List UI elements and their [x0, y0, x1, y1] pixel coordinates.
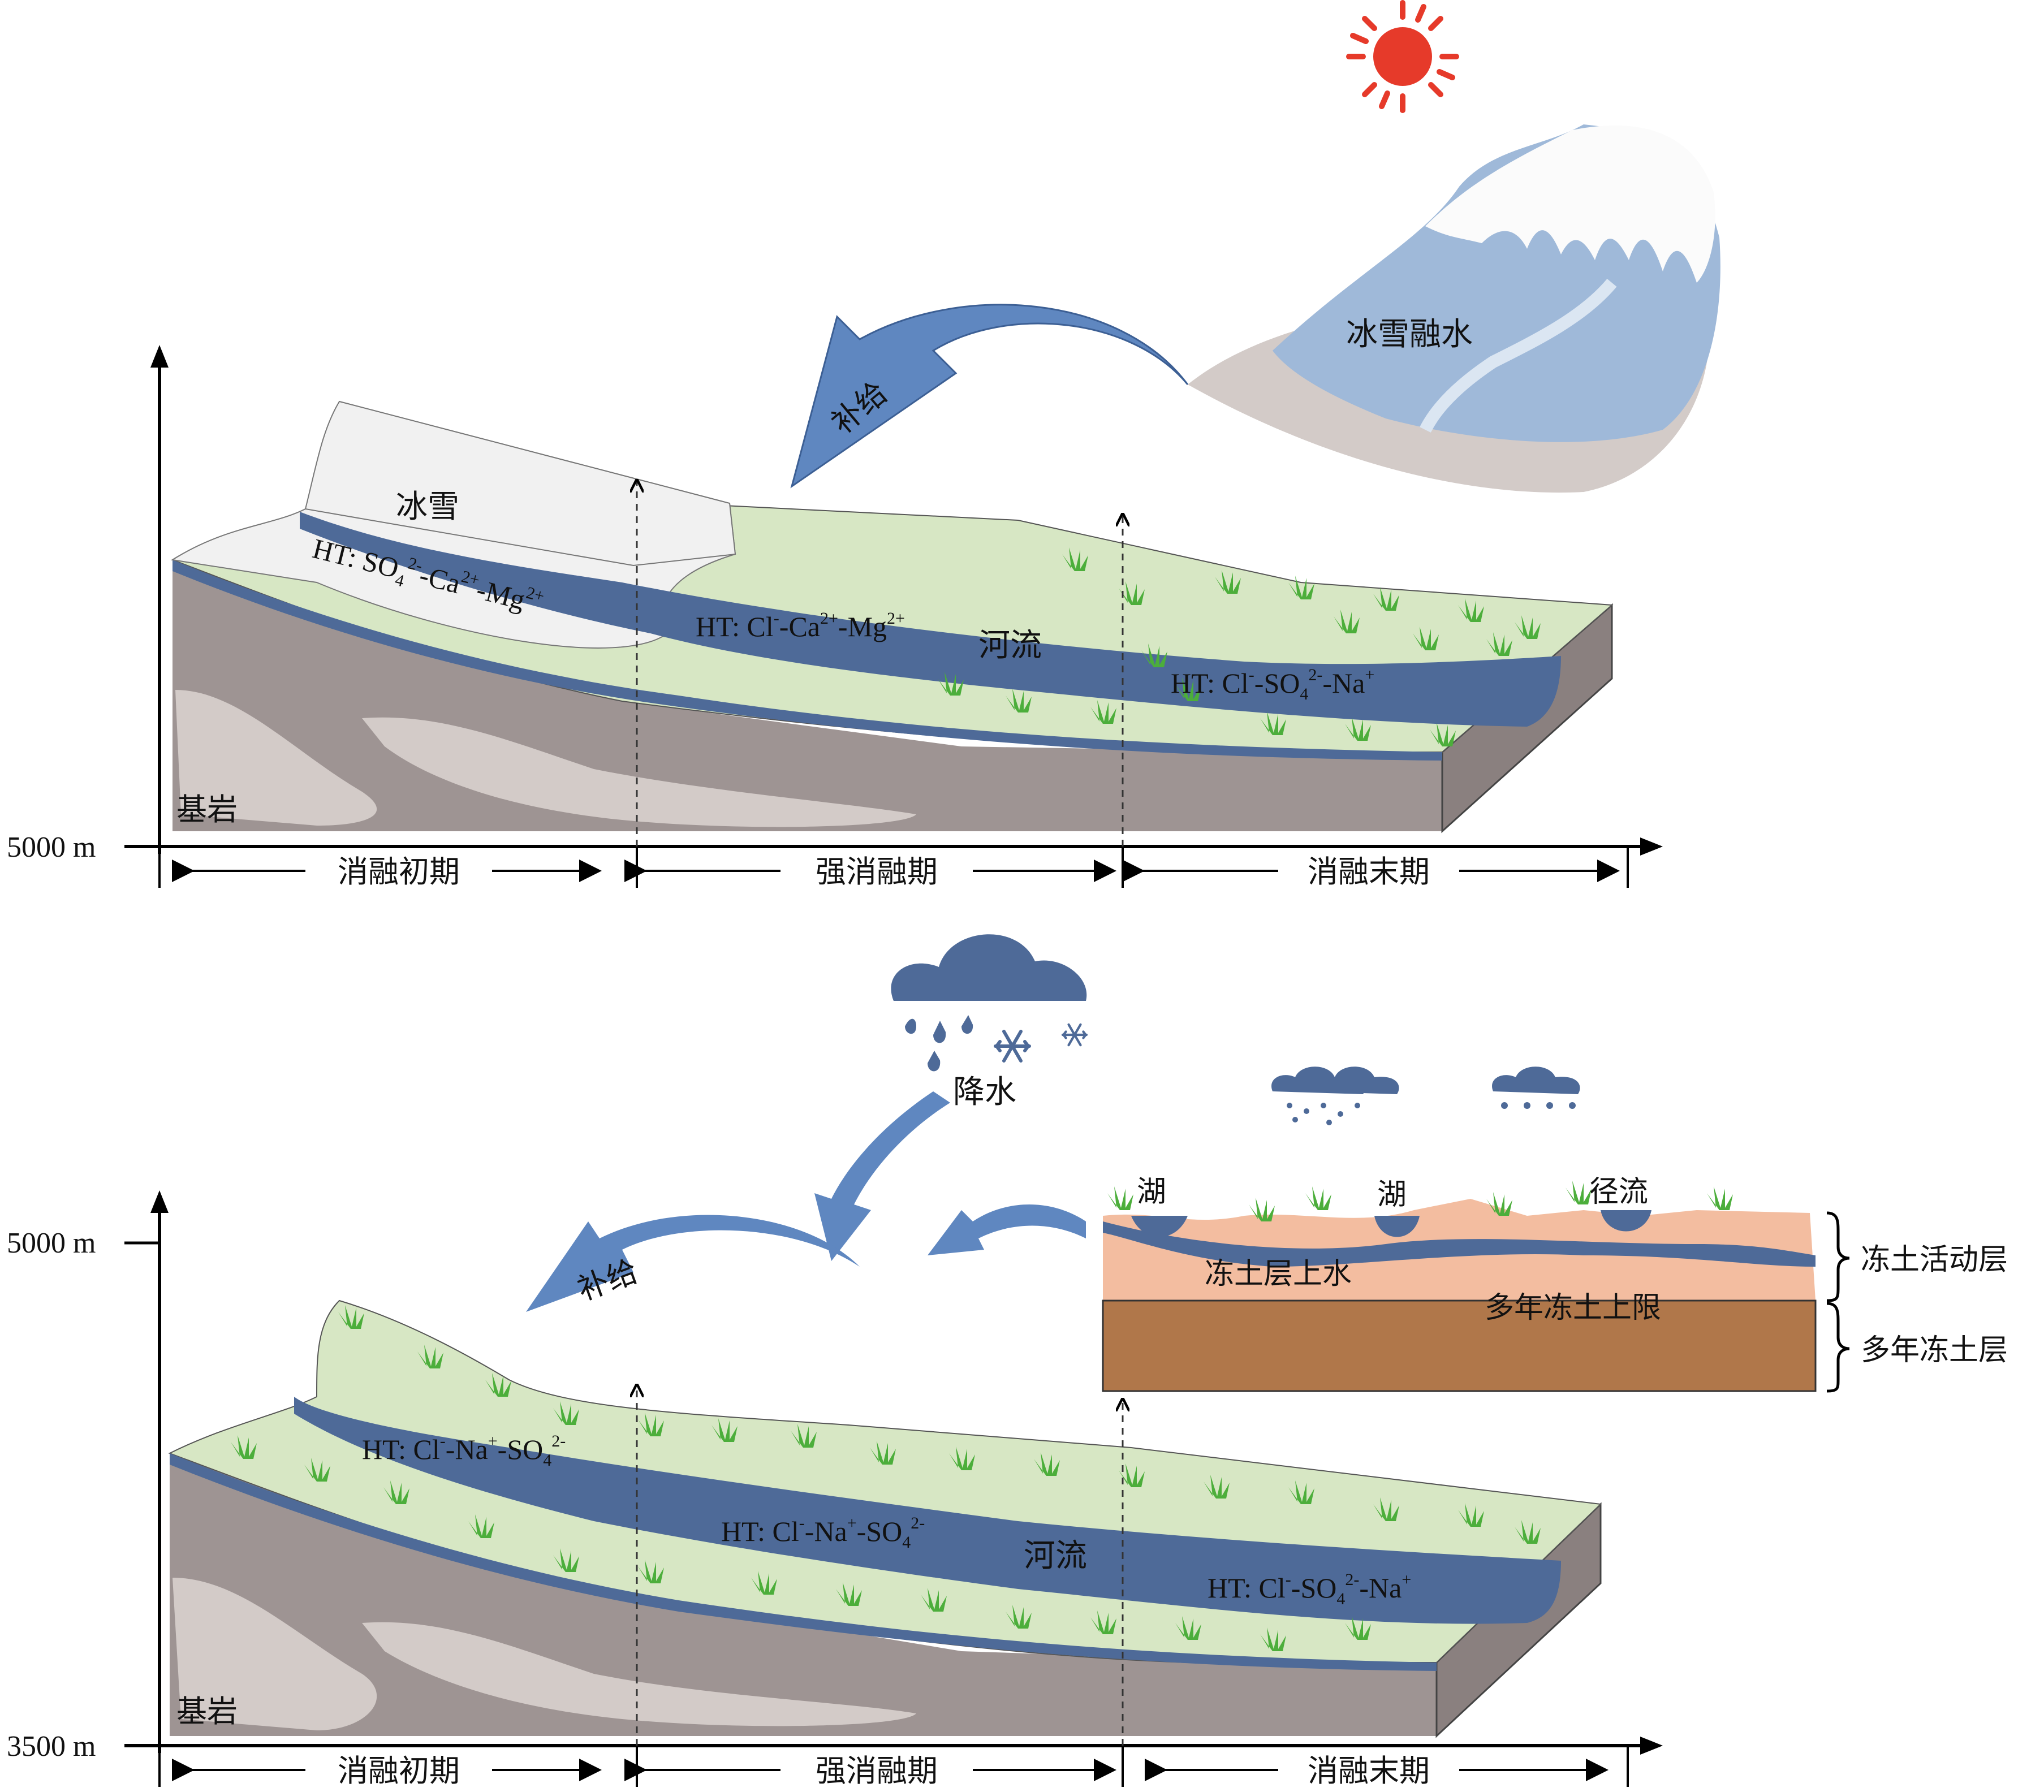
- top-panel: 5000 m: [7, 0, 1720, 889]
- bottom-bedrock-vein-2: [362, 1622, 916, 1726]
- inset-permafrost-table-label: 多年冻土上限: [1485, 1291, 1661, 1325]
- bottom-hydrochem-3: HT: Cl--SO42--Na+: [1208, 1570, 1411, 1608]
- small-snow-cloud-icon: [1492, 1066, 1580, 1109]
- inset-runoff-label: 径流: [1589, 1175, 1648, 1209]
- bottom-bedrock-label: 基岩: [176, 1694, 238, 1729]
- top-hydrochem-3: HT: Cl--SO42--Na+: [1171, 666, 1374, 703]
- permafrost-inset: 湖 湖 径流 冻土层上水 多年冻土上限 冻土活动层 多年冻土层: [1102, 1175, 2008, 1393]
- top-phase-label-2: 强消融期: [816, 854, 938, 889]
- permafrost-layer-brace: [1826, 1302, 1850, 1393]
- precip-label: 降水: [953, 1074, 1016, 1111]
- bottom-recharge-arrow: [526, 1215, 860, 1312]
- top-snow-crest: [304, 400, 736, 567]
- bottom-base-elevation-label: 3500 m: [7, 1730, 96, 1763]
- inset-suprapermafrost-label: 冻土层上水: [1205, 1257, 1352, 1291]
- meltwater-label: 冰雪融水: [1346, 316, 1473, 353]
- lake-2: [1374, 1216, 1420, 1237]
- active-layer-brace: [1826, 1211, 1850, 1302]
- lake-1: [1131, 1216, 1188, 1237]
- permafrost-layer-label: 多年冻土层: [1861, 1333, 2008, 1367]
- top-recharge-arrow: [790, 304, 1189, 489]
- top-river: [300, 512, 1561, 727]
- bottom-phase-label-1: 消融初期: [338, 1753, 460, 1789]
- bottom-river-label: 河流: [1024, 1538, 1087, 1574]
- sun-icon: [1346, 0, 1459, 113]
- runoff-channel: [1601, 1210, 1651, 1232]
- top-snow-label: 冰雪: [396, 489, 459, 525]
- bottom-hydrochem-1: HT: Cl--Na+-SO42-: [362, 1432, 566, 1470]
- rain-cloud-icon: [891, 934, 1086, 1072]
- small-rain-cloud-icon: [1271, 1066, 1399, 1125]
- bottom-phase-label-3: 消融末期: [1308, 1753, 1430, 1789]
- top-bedrock-vein-2: [362, 717, 916, 827]
- inset-lake-1-label: 湖: [1137, 1175, 1166, 1209]
- top-phase-label-1: 消融初期: [338, 854, 460, 889]
- permafrost-layer: [1102, 1299, 1817, 1392]
- bottom-groundwater-band: [170, 1453, 1437, 1671]
- bottom-phase-label-2: 强消融期: [816, 1753, 938, 1789]
- top-bedrock-label: 基岩: [176, 792, 238, 827]
- mountain-snowcap: [1425, 125, 1715, 283]
- top-phase-label-3: 消融末期: [1308, 854, 1430, 889]
- inset-arrow: [928, 1204, 1086, 1255]
- bottom-top-elevation-label: 5000 m: [7, 1227, 96, 1259]
- top-x-axis-arrow: [1640, 837, 1663, 856]
- bottom-x-axis-arrow: [1640, 1737, 1663, 1755]
- precip-arrow: [814, 1091, 950, 1261]
- active-layer-label: 冻土活动层: [1861, 1243, 2008, 1277]
- top-bedrock-vein-1: [175, 690, 377, 826]
- bottom-bedrock-vein-1: [173, 1578, 377, 1730]
- bottom-y-axis-arrow: [150, 1190, 169, 1213]
- top-river-label: 河流: [978, 627, 1042, 664]
- bottom-river: [294, 1397, 1561, 1624]
- bottom-panel: 5000 m 3500 m: [7, 934, 2008, 1789]
- suprapermafrost-water-channel: [1103, 1221, 1816, 1267]
- top-y-axis-arrow: [150, 345, 169, 368]
- top-hydrochem-2: HT: Cl--Ca2+-Mg2+: [696, 609, 905, 642]
- bottom-hydrochem-2: HT: Cl--Na+-SO42-: [721, 1514, 925, 1552]
- top-groundwater-band: [173, 560, 1442, 761]
- inset-lake-2-label: 湖: [1377, 1178, 1407, 1212]
- meltwater-stream: [1420, 278, 1617, 433]
- top-elevation-label: 5000 m: [7, 831, 96, 863]
